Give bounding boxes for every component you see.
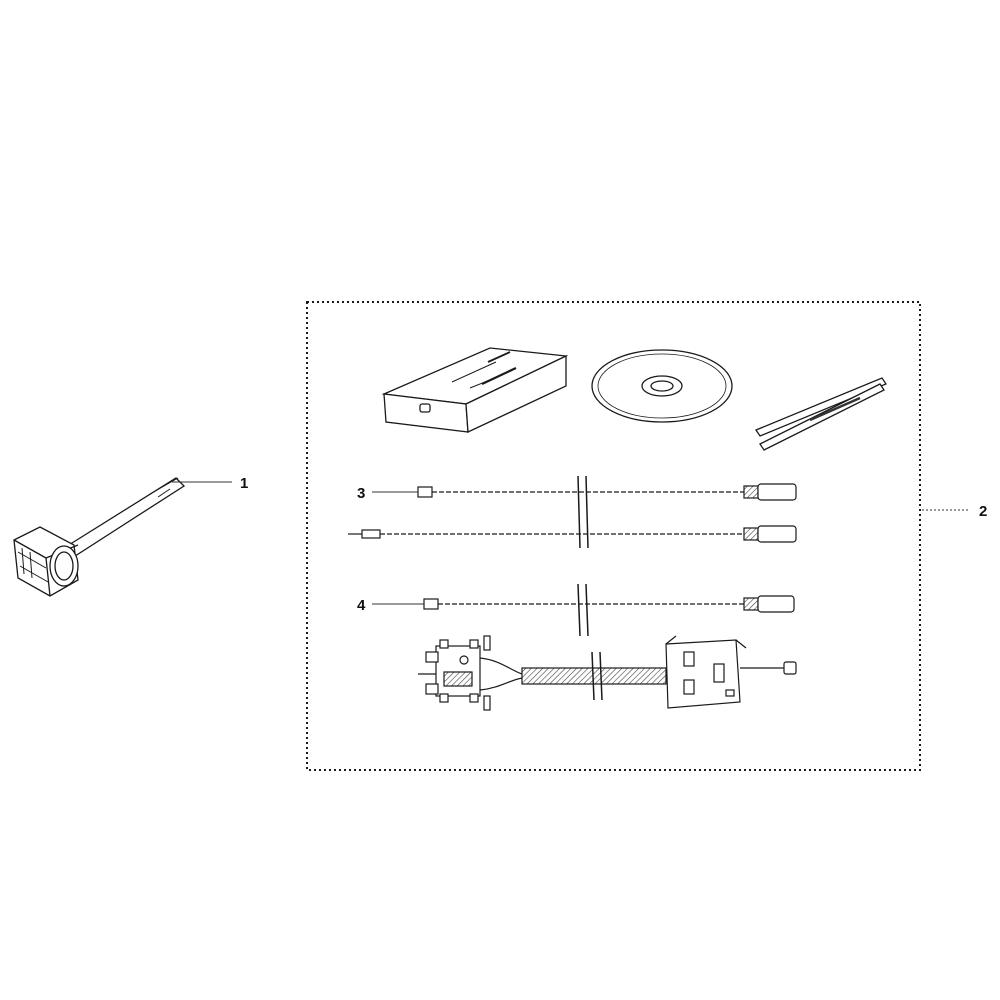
interface-box — [381, 347, 569, 433]
software-cd — [591, 349, 733, 423]
callout-2: 2 — [979, 503, 987, 520]
diagnostic-harness — [418, 635, 797, 711]
callout-1: 1 — [240, 475, 248, 492]
callout-4: 4 — [357, 597, 366, 614]
callouts: 1 2 3 4 — [240, 475, 987, 614]
cable-3 — [348, 475, 797, 549]
kit-dotted-border — [306, 301, 921, 771]
callout-3: 3 — [357, 485, 365, 502]
spark-plug-wrench — [13, 477, 186, 597]
cable-4 — [423, 583, 795, 637]
tweezers — [755, 377, 887, 451]
